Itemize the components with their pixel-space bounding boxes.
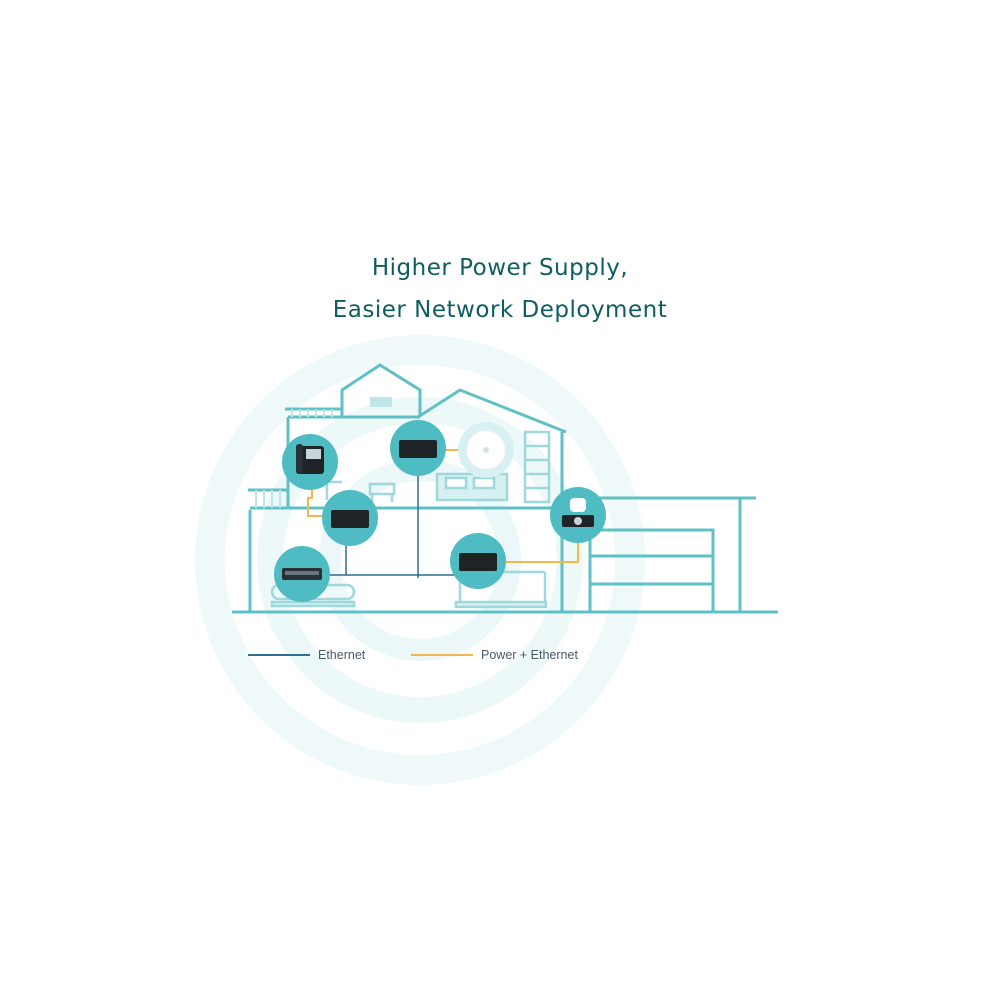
ethernet-line-swatch — [248, 654, 310, 656]
balcony-railings — [255, 409, 333, 508]
access-point-icon — [458, 422, 514, 478]
security-camera-icon — [550, 487, 606, 543]
desktop-switch-icon — [274, 546, 330, 602]
poe-switch-icon — [390, 420, 446, 476]
ip-phone-icon — [282, 434, 338, 490]
poe-line-swatch — [411, 654, 473, 656]
legend-ethernet-label: Ethernet — [318, 648, 366, 662]
coverage-waves — [195, 335, 645, 785]
legend-ethernet: Ethernet — [248, 645, 365, 665]
legend-poe-label: Power + Ethernet — [481, 648, 578, 662]
diagram-title: Higher Power Supply, Easier Network Depl… — [0, 247, 1000, 331]
poe-switch-icon — [450, 533, 506, 589]
legend-poe: Power + Ethernet — [411, 645, 578, 665]
poe-switch-icon — [322, 490, 378, 546]
title-line-1: Higher Power Supply, — [371, 255, 629, 281]
title-line-2: Easier Network Deployment — [332, 297, 668, 323]
